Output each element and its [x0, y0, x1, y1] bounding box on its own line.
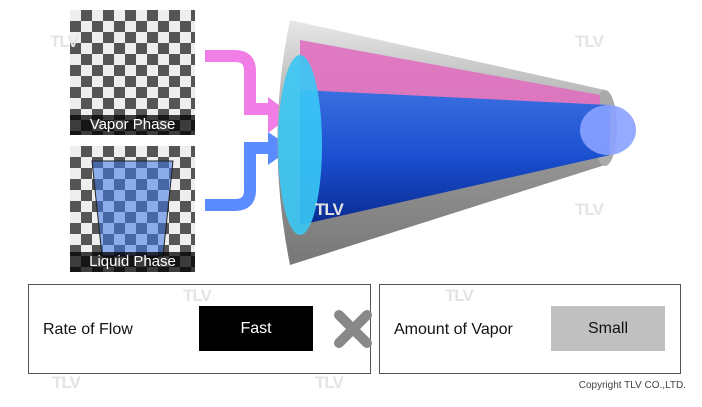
- multiply-icon: [334, 310, 372, 348]
- watermark: TLV: [445, 286, 474, 305]
- watermark: TLV: [50, 32, 79, 51]
- liquid-phase-image: Liquid Phase: [70, 146, 195, 272]
- rate-of-flow-label: Rate of Flow: [43, 321, 133, 338]
- amount-of-vapor-panel: Amount of Vapor Small: [379, 284, 681, 374]
- watermark: TLV: [315, 373, 344, 392]
- amount-of-vapor-label: Amount of Vapor: [394, 321, 513, 338]
- watermark: TLV: [52, 373, 81, 392]
- liquid-arrow: [205, 142, 270, 211]
- watermark: TLV: [183, 286, 212, 305]
- amount-of-vapor-value: Small: [551, 306, 665, 351]
- rate-of-flow-value: Fast: [199, 306, 313, 351]
- pipe-illustration: [205, 20, 636, 265]
- watermark: TLV: [575, 200, 604, 219]
- vapor-phase-image: Vapor Phase: [70, 10, 195, 135]
- liquid-phase-label: Liquid Phase: [70, 252, 195, 272]
- watermark: TLV: [575, 32, 604, 51]
- vapor-phase-label: Vapor Phase: [70, 115, 195, 135]
- vapor-arrow: [205, 50, 270, 115]
- copyright: Copyright TLV CO.,LTD.: [578, 380, 686, 391]
- watermark: TLV: [315, 200, 344, 219]
- rate-of-flow-panel: Rate of Flow Fast: [28, 284, 371, 374]
